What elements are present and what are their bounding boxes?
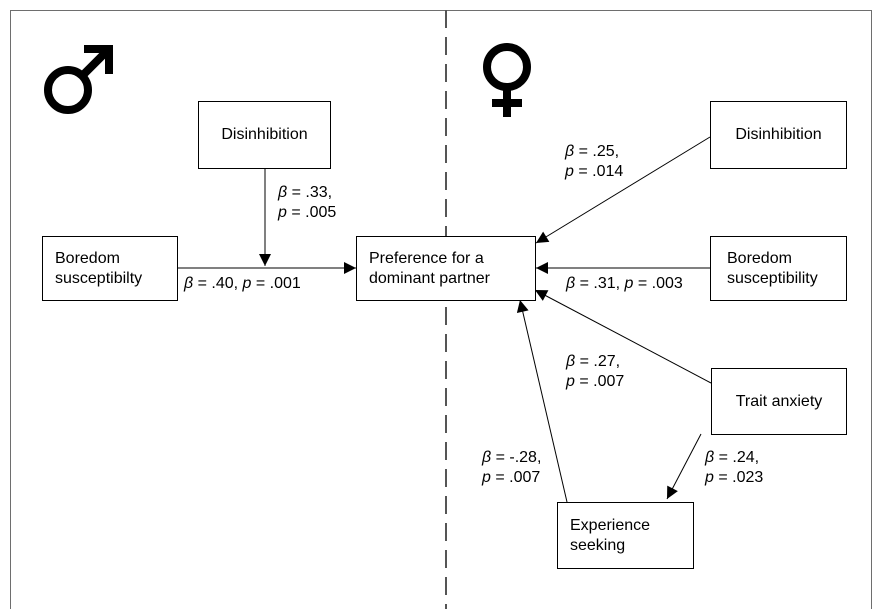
node-trait-anxiety: Trait anxiety — [711, 368, 847, 435]
male-symbol-icon — [44, 45, 113, 114]
p-symbol: p — [482, 469, 491, 486]
beta-value: = .40, — [193, 275, 243, 292]
node-label: Trait anxiety — [735, 392, 823, 410]
p-symbol: p — [565, 163, 574, 180]
node-label-line2: seeking — [570, 536, 626, 554]
p-symbol: p — [278, 204, 287, 221]
edge-female-anxiety-experience — [666, 433, 702, 500]
beta-symbol: β — [482, 449, 492, 466]
label-female-experience: β = -.28, p = .007 — [482, 448, 541, 488]
p-symbol: p — [242, 275, 252, 292]
p-symbol: p — [705, 469, 714, 486]
p-symbol: p — [624, 275, 634, 292]
beta-value: = .25, — [574, 143, 620, 160]
p-value: = .005 — [286, 204, 337, 221]
node-label-line1: Experience — [570, 516, 651, 534]
edge-female-anxiety-preference — [534, 289, 712, 384]
p-value: = .023 — [713, 469, 764, 486]
beta-symbol: β — [184, 275, 194, 292]
node-label-line2: dominant partner — [369, 269, 490, 287]
node-label-line1: Boredom — [55, 249, 120, 267]
p-value: = .014 — [573, 163, 624, 180]
label-female-boredom: β = .31, p = .003 — [566, 274, 683, 294]
p-value: = .001 — [251, 275, 301, 292]
node-male-disinhibition: Disinhibition — [198, 101, 331, 169]
p-symbol: p — [566, 373, 575, 390]
female-symbol-icon — [483, 43, 531, 117]
node-label-line2: susceptibility — [727, 269, 818, 287]
label-female-anxiety: β = .27, p = .007 — [566, 352, 624, 392]
beta-symbol: β — [566, 275, 576, 292]
edge-female-experience-preference — [516, 299, 568, 503]
beta-symbol: β — [705, 449, 715, 466]
edge-female-disinhibition-preference — [535, 136, 711, 244]
beta-value: = .31, — [575, 275, 625, 292]
node-experience-seeking: Experience seeking — [557, 502, 694, 569]
node-label: Disinhibition — [221, 126, 308, 143]
beta-value: = .27, — [575, 353, 621, 370]
node-female-boredom: Boredom susceptibility — [710, 236, 847, 301]
label-male-disinhibition: β = .33, p = .005 — [278, 183, 336, 223]
beta-value: = -.28, — [491, 449, 542, 466]
p-value: = .007 — [574, 373, 625, 390]
label-male-boredom: β = .40, p = .001 — [184, 274, 301, 294]
p-value: = .007 — [490, 469, 541, 486]
beta-symbol: β — [566, 353, 576, 370]
beta-symbol: β — [565, 143, 575, 160]
node-female-disinhibition: Disinhibition — [710, 101, 847, 169]
beta-symbol: β — [278, 184, 288, 201]
beta-value: = .33, — [287, 184, 333, 201]
label-female-anxiety-experience: β = .24, p = .023 — [705, 448, 763, 488]
node-label-line1: Preference for a — [369, 249, 484, 267]
node-male-boredom: Boredom susceptibilty — [42, 236, 178, 301]
node-label-line2: susceptibilty — [55, 269, 143, 287]
node-preference: Preference for a dominant partner — [356, 236, 536, 301]
node-label-line1: Boredom — [727, 249, 792, 267]
node-label: Disinhibition — [735, 126, 822, 143]
label-female-disinhibition: β = .25, p = .014 — [565, 142, 623, 182]
p-value: = .003 — [633, 275, 683, 292]
beta-value: = .24, — [714, 449, 760, 466]
